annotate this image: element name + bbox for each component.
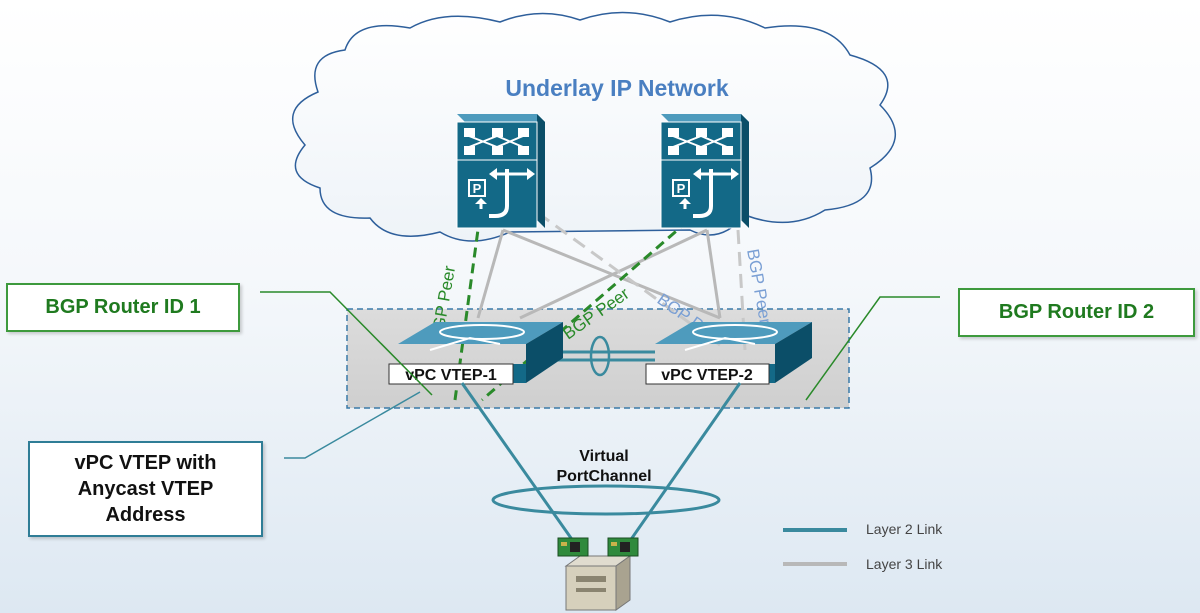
callout-bgp-router-1: BGP Router ID 1 <box>6 283 240 332</box>
legend-label-layer3: Layer 3 Link <box>866 556 943 572</box>
callout-vpc-vtep-anycast: vPC VTEP with Anycast VTEP Address <box>28 441 263 537</box>
callout-leader-vpc <box>284 391 421 459</box>
layer2-links <box>460 382 742 549</box>
svg-text:P: P <box>677 181 686 196</box>
server-icon <box>564 555 632 611</box>
vpc-label-line2: PortChannel <box>556 468 651 485</box>
leaf-switch-icon: vPC VTEP-1 <box>388 322 563 385</box>
layer3-links <box>476 228 722 320</box>
vpc-peer-link <box>553 335 655 377</box>
callout-bgp-router-2-text: BGP Router ID 2 <box>998 301 1155 323</box>
vpc-label-line1: Virtual <box>579 448 629 465</box>
virtual-portchannel-ring <box>491 484 721 516</box>
l3-link-spine1-vtep1 <box>476 229 505 319</box>
svg-text:P: P <box>473 181 482 196</box>
l3-link-spine2-vtep2 <box>705 229 722 319</box>
nic-card-icon <box>557 537 589 557</box>
vtep2-label: vPC VTEP-2 <box>661 367 753 384</box>
callout-vpc-vtep-anycast-text: vPC VTEP with Anycast VTEP Address <box>74 452 217 526</box>
vtep1-label: vPC VTEP-1 <box>405 367 497 384</box>
leaf-switch-icon: vPC VTEP-2 <box>645 322 812 385</box>
callout-bgp-router-2: BGP Router ID 2 <box>958 288 1195 337</box>
spine-router-icon: P <box>456 114 545 229</box>
l3-link-spine2-vtep1 <box>519 228 708 320</box>
nic-card-icon <box>607 537 639 557</box>
spine-router-icon: P <box>660 114 749 229</box>
legend-label-layer2: Layer 2 Link <box>866 521 943 537</box>
underlay-cloud: Underlay IP Network <box>292 11 896 242</box>
callout-leaders <box>260 291 940 401</box>
legend: Layer 2 Link Layer 3 Link <box>783 521 943 572</box>
cloud-title: Underlay IP Network <box>505 75 728 101</box>
callout-bgp-router-1-text: BGP Router ID 1 <box>45 296 201 318</box>
